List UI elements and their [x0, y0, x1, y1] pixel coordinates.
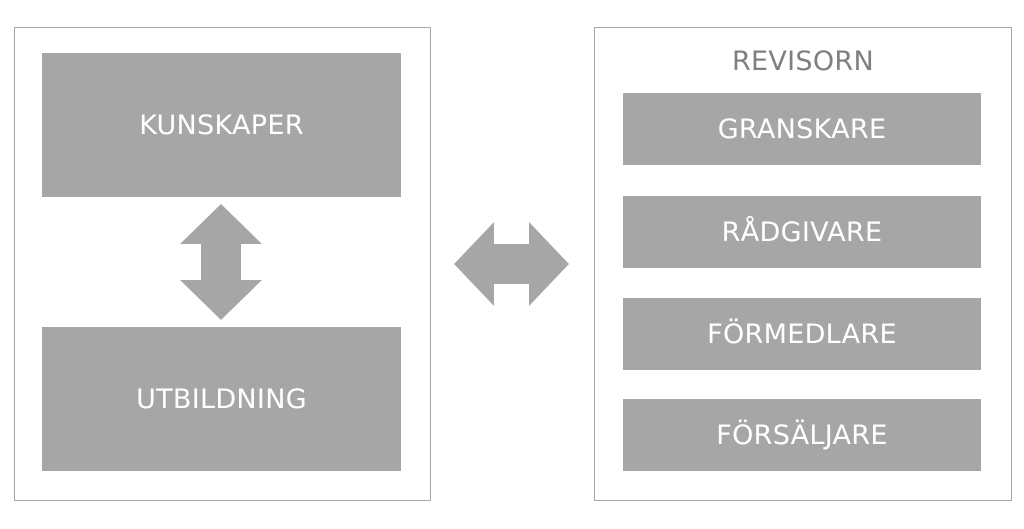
- role-box-forsaljare: FÖRSÄLJARE: [623, 399, 981, 471]
- role-label: FÖRSÄLJARE: [716, 419, 888, 451]
- role-box-radgivare: RÅDGIVARE: [623, 196, 981, 268]
- revisorn-title: REVISORN: [731, 46, 874, 77]
- utbildning-label: UTBILDNING: [136, 383, 307, 415]
- kunskaper-label: KUNSKAPER: [139, 109, 304, 141]
- kunskaper-box: KUNSKAPER: [42, 53, 401, 197]
- double-arrow-vertical-icon: [180, 204, 262, 320]
- role-label: FÖRMEDLARE: [707, 318, 897, 350]
- double-arrow-horizontal-icon: [454, 222, 569, 306]
- role-label: GRANSKARE: [717, 113, 887, 145]
- role-label: RÅDGIVARE: [721, 216, 883, 248]
- role-box-formedlare: FÖRMEDLARE: [623, 298, 981, 370]
- role-box-granskare: GRANSKARE: [623, 93, 981, 165]
- utbildning-box: UTBILDNING: [42, 327, 401, 471]
